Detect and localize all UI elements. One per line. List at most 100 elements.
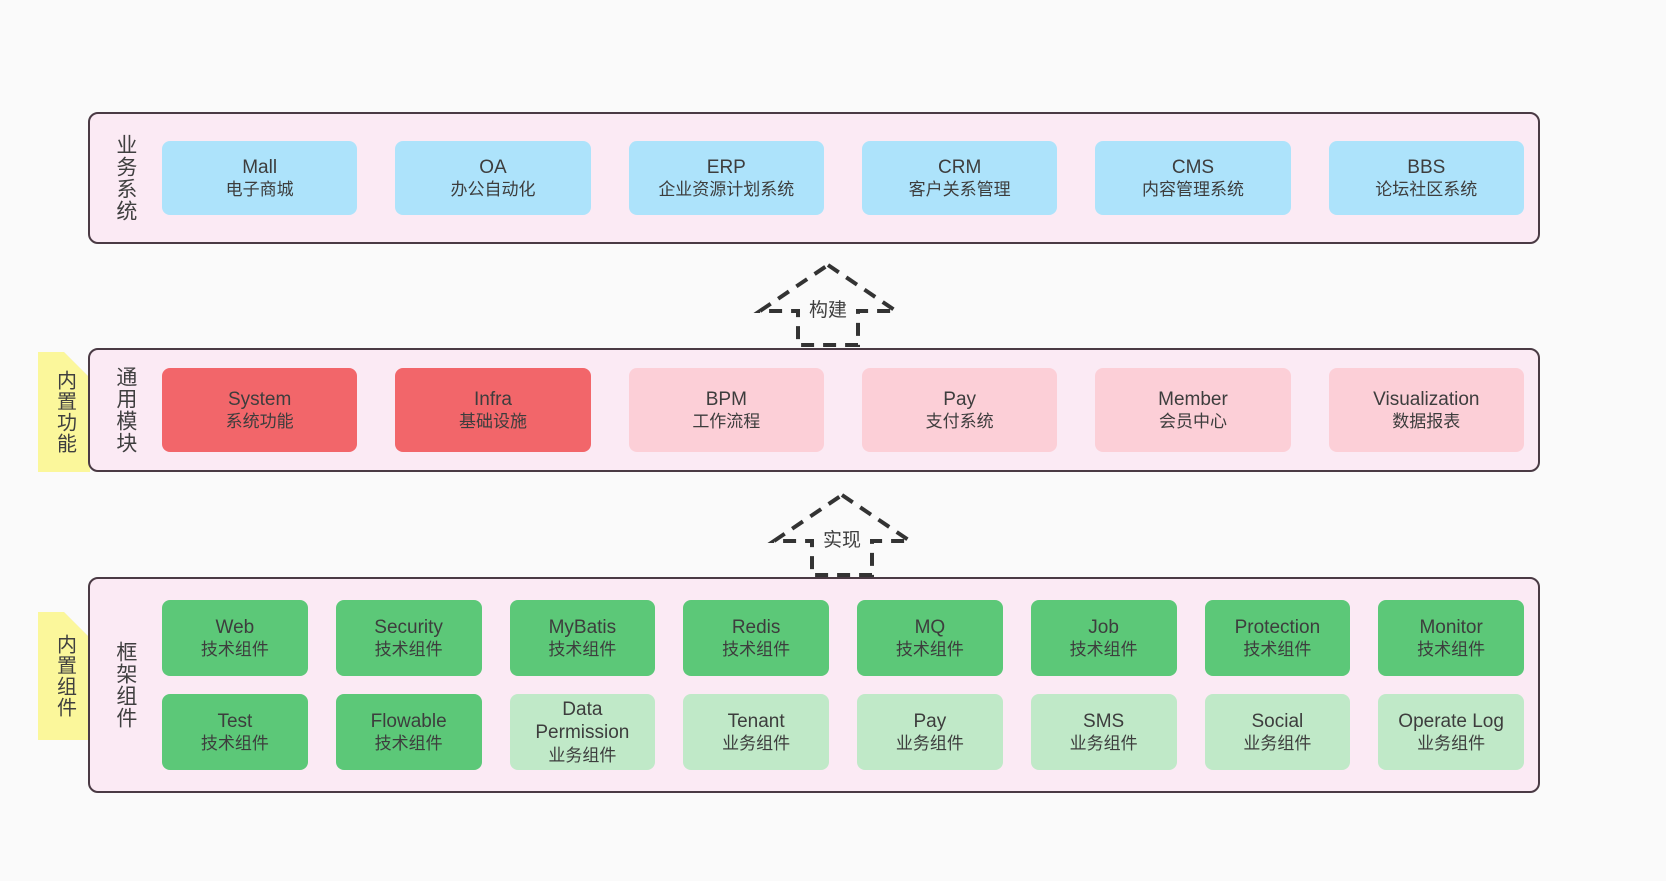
card-oa[interactable]: OA 办公自动化 [395,141,591,215]
card-mq-desc: 技术组件 [895,639,964,659]
card-visualization-name: Visualization [1373,388,1480,410]
card-mq-name: MQ [914,616,946,638]
card-cms[interactable]: CMS 内容管理系统 [1095,141,1291,215]
card-mybatis-desc: 技术组件 [548,639,617,659]
card-monitor-desc: 技术组件 [1417,639,1486,659]
card-redis-name: Redis [731,616,781,638]
card-erp-name: ERP [706,156,746,178]
card-social-name: Social [1251,710,1304,732]
card-cms-name: CMS [1171,156,1215,178]
card-bpm-desc: 工作流程 [692,411,761,431]
card-member-name: Member [1158,388,1228,410]
card-member[interactable]: Member 会员中心 [1095,368,1291,452]
card-web[interactable]: Web 技术组件 [162,600,308,676]
implement-arrow-shape [767,492,917,577]
card-infra-desc: 基础设施 [458,411,527,431]
build-arrow-shape [753,262,903,347]
card-test[interactable]: Test 技术组件 [162,694,308,770]
card-tenant[interactable]: Tenant 业务组件 [683,694,829,770]
card-redis-desc: 技术组件 [722,639,791,659]
card-data-permission[interactable]: Data Permission 业务组件 [509,694,656,770]
card-crm[interactable]: CRM 客户关系管理 [861,141,1058,215]
layer-framework-component-title: 框架组件 [113,641,137,729]
card-bbs-desc: 论坛社区系统 [1375,179,1478,199]
layer-business-system-title: 业务系统 [113,134,137,222]
card-pay-component-name: Pay [913,710,947,732]
layer-common-module-body: System 系统功能 Infra 基础设施 BPM 工作流程 Pay 支付系统… [148,350,1538,470]
layer-framework-component: 框架组件 Web 技术组件 Security 技术组件 MyBatis 技术组件 [88,577,1540,793]
note-builtin-component-label: 内置组件 [53,634,76,718]
layer-common-module-title: 通用模块 [113,366,137,454]
card-flowable[interactable]: Flowable 技术组件 [335,694,482,770]
card-pay-module-desc: 支付系统 [925,411,994,431]
card-security-name: Security [374,616,443,638]
card-mall-name: Mall [242,156,278,178]
card-bpm-name: BPM [705,388,747,410]
card-job-name: Job [1088,616,1119,638]
card-mall[interactable]: Mall 电子商城 [162,141,358,215]
card-system[interactable]: System 系统功能 [162,368,358,452]
card-crm-desc: 客户关系管理 [908,179,1011,199]
card-data-permission-desc: 业务组件 [548,745,617,765]
card-member-desc: 会员中心 [1158,411,1227,431]
card-operate-log-name: Operate Log [1398,710,1504,732]
card-pay-component[interactable]: Pay 业务组件 [857,694,1003,770]
framework-business-row: Test 技术组件 Flowable 技术组件 Data Permission … [162,694,1524,770]
card-sms-name: SMS [1083,710,1125,732]
card-cms-desc: 内容管理系统 [1141,179,1244,199]
build-arrow-label: 构建 [806,300,849,321]
card-erp[interactable]: ERP 企业资源计划系统 [628,141,824,215]
implement-arrow-label: 实现 [820,530,863,551]
card-mybatis-name: MyBatis [548,616,617,638]
card-sms[interactable]: SMS 业务组件 [1030,694,1177,770]
card-sms-desc: 业务组件 [1069,733,1138,753]
framework-component-grid: Web 技术组件 Security 技术组件 MyBatis 技术组件 Redi… [148,600,1538,770]
layer-common-module: 通用模块 System 系统功能 Infra 基础设施 BPM 工作流程 Pay… [88,348,1540,472]
card-bbs[interactable]: BBS 论坛社区系统 [1328,141,1524,215]
implement-arrow-label-wrap: 实现 [771,525,913,552]
card-mall-desc: 电子商城 [225,179,294,199]
card-infra[interactable]: Infra 基础设施 [395,368,591,452]
card-visualization-desc: 数据报表 [1392,411,1461,431]
card-visualization[interactable]: Visualization 数据报表 [1328,368,1524,452]
card-oa-name: OA [479,156,507,178]
layer-framework-component-body: Web 技术组件 Security 技术组件 MyBatis 技术组件 Redi… [148,579,1538,791]
implement-arrow: 实现 [767,492,917,578]
card-security[interactable]: Security 技术组件 [335,600,482,676]
card-oa-desc: 办公自动化 [450,179,536,199]
card-web-name: Web [215,616,255,638]
card-erp-desc: 企业资源计划系统 [658,179,795,199]
card-monitor[interactable]: Monitor 技术组件 [1378,600,1524,676]
card-protection[interactable]: Protection 技术组件 [1204,600,1351,676]
card-pay-module[interactable]: Pay 支付系统 [861,368,1058,452]
note-builtin-function-label: 内置功能 [53,370,76,454]
card-monitor-name: Monitor [1419,616,1483,638]
card-social[interactable]: Social 业务组件 [1204,694,1351,770]
card-job[interactable]: Job 技术组件 [1030,600,1177,676]
card-bpm[interactable]: BPM 工作流程 [628,368,824,452]
card-test-desc: 技术组件 [200,733,269,753]
card-operate-log-desc: 业务组件 [1417,733,1486,753]
layer-business-system-body: Mall 电子商城 OA 办公自动化 ERP 企业资源计划系统 CRM 客户关系… [148,114,1538,242]
card-pay-component-desc: 业务组件 [895,733,964,753]
card-test-name: Test [217,710,253,732]
card-pay-module-name: Pay [943,388,977,410]
card-mq[interactable]: MQ 技术组件 [857,600,1003,676]
card-operate-log[interactable]: Operate Log 业务组件 [1378,694,1524,770]
card-mybatis[interactable]: MyBatis 技术组件 [509,600,656,676]
card-social-desc: 业务组件 [1243,733,1312,753]
business-system-card-row: Mall 电子商城 OA 办公自动化 ERP 企业资源计划系统 CRM 客户关系… [148,141,1538,215]
card-job-desc: 技术组件 [1069,639,1138,659]
card-flowable-desc: 技术组件 [374,733,443,753]
card-tenant-desc: 业务组件 [722,733,791,753]
card-web-desc: 技术组件 [200,639,269,659]
common-module-card-row: System 系统功能 Infra 基础设施 BPM 工作流程 Pay 支付系统… [148,368,1538,452]
card-security-desc: 技术组件 [374,639,443,659]
card-redis[interactable]: Redis 技术组件 [683,600,829,676]
layer-business-system: 业务系统 Mall 电子商城 OA 办公自动化 ERP 企业资源计划系统 CRM… [88,112,1540,244]
card-system-name: System [227,388,292,410]
card-infra-name: Infra [473,388,512,410]
card-protection-desc: 技术组件 [1243,639,1312,659]
note-builtin-component: 内置组件 [38,612,90,740]
